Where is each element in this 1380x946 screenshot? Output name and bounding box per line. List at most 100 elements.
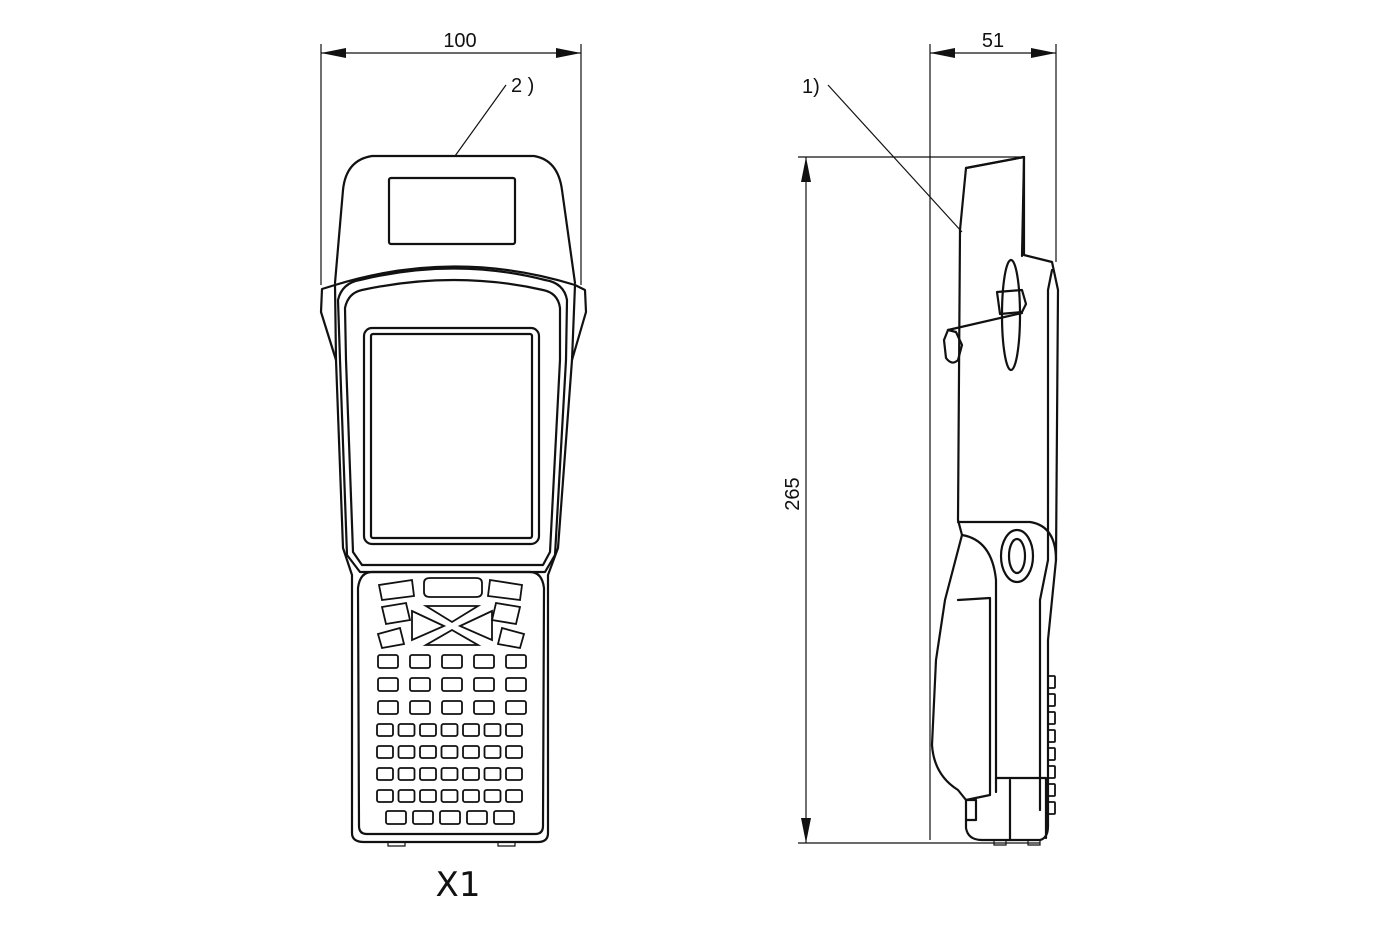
keypad-key bbox=[505, 767, 523, 781]
keypad-key bbox=[466, 810, 488, 825]
keypad-key bbox=[440, 789, 459, 803]
screen-frame bbox=[362, 326, 541, 546]
function-key-low-right bbox=[496, 626, 526, 650]
keypad-key bbox=[493, 810, 515, 825]
keypad-key bbox=[376, 789, 394, 803]
foot-left bbox=[387, 842, 406, 847]
nav-down-key bbox=[422, 628, 482, 646]
depth-dimension: 51 bbox=[929, 30, 1057, 840]
keypad-key bbox=[440, 723, 459, 737]
keypad-key bbox=[409, 700, 431, 715]
keypad-key bbox=[397, 745, 416, 759]
display-bezel-inner bbox=[343, 278, 562, 567]
keypad-key bbox=[473, 700, 495, 715]
keypad-key bbox=[462, 789, 480, 803]
nav-right-key bbox=[457, 609, 493, 642]
side-key-edge bbox=[1047, 675, 1056, 689]
keypad-key bbox=[419, 767, 437, 781]
side-view: 51 265 1) bbox=[782, 30, 1060, 846]
keypad-key bbox=[473, 677, 495, 692]
keypad-key bbox=[376, 767, 394, 781]
scanner-head bbox=[333, 154, 577, 285]
keypad-key bbox=[483, 723, 502, 737]
keypad-key bbox=[377, 677, 399, 692]
navigation-keys bbox=[376, 577, 526, 650]
depth-dimension-value: 51 bbox=[982, 30, 1004, 52]
side-keypad-edge bbox=[956, 596, 992, 802]
keypad-key bbox=[505, 789, 523, 803]
side-strap-line bbox=[946, 311, 1024, 332]
keypad-key bbox=[462, 745, 480, 759]
side-bottom-block bbox=[994, 776, 1048, 840]
keypad-key bbox=[409, 654, 431, 669]
scanner-head-callout-label: 2 ) bbox=[511, 75, 534, 97]
keypad-key bbox=[409, 677, 431, 692]
side-back-edge bbox=[1038, 268, 1054, 812]
width-dimension-value: 100 bbox=[443, 30, 476, 52]
function-key-top-left bbox=[377, 578, 416, 601]
keypad-key bbox=[376, 745, 394, 759]
width-dimension: 100 bbox=[320, 30, 582, 285]
keypad-key bbox=[419, 789, 437, 803]
side-profile-body bbox=[930, 155, 1060, 842]
keypad-key bbox=[412, 810, 434, 825]
keypad-key bbox=[385, 810, 407, 825]
device-body bbox=[333, 265, 577, 844]
side-key-edge bbox=[1047, 801, 1056, 815]
keypad-key bbox=[441, 654, 463, 669]
keypad-key bbox=[397, 789, 416, 803]
right-grip bbox=[570, 283, 588, 362]
height-dimension-value: 265 bbox=[782, 477, 804, 510]
front-view: 100 2 ) bbox=[319, 30, 588, 905]
keypad-key bbox=[483, 789, 502, 803]
keypad-key bbox=[473, 654, 495, 669]
side-handle-divider bbox=[956, 520, 1058, 562]
side-key-edge bbox=[1047, 783, 1056, 797]
keypad-key bbox=[505, 723, 523, 737]
keypad-key bbox=[440, 745, 459, 759]
keypad-key bbox=[441, 677, 463, 692]
side-scanner-head bbox=[964, 155, 1026, 258]
keypad-key bbox=[462, 723, 480, 737]
keypad-key bbox=[440, 767, 459, 781]
side-button-outer bbox=[999, 528, 1035, 584]
scanner-head-callout: 2 ) bbox=[454, 75, 534, 157]
side-key-edge bbox=[1047, 729, 1056, 743]
screen-display bbox=[369, 332, 534, 540]
function-key-mid-left bbox=[380, 601, 412, 626]
keypad-key bbox=[419, 745, 437, 759]
nav-up-key bbox=[422, 605, 482, 624]
foot-right bbox=[497, 842, 516, 847]
keypad-key bbox=[505, 654, 527, 669]
side-strap-clip bbox=[942, 328, 964, 364]
front-view-caption: X1 bbox=[436, 865, 481, 905]
keypad-key bbox=[376, 723, 394, 737]
height-dimension: 265 bbox=[782, 156, 1040, 844]
keypad-key bbox=[377, 700, 399, 715]
function-key-top-center bbox=[423, 577, 483, 598]
left-grip bbox=[319, 283, 338, 362]
side-trigger-oval bbox=[1000, 258, 1022, 372]
keypad-key bbox=[397, 723, 416, 737]
keypad-key bbox=[483, 767, 502, 781]
keypad-key bbox=[419, 723, 437, 737]
side-key-edge bbox=[1047, 747, 1056, 761]
keypad-key bbox=[441, 700, 463, 715]
function-key-top-right bbox=[486, 578, 524, 602]
side-foot-left bbox=[993, 840, 1007, 846]
function-key-low-left bbox=[376, 626, 406, 650]
alphanumeric-keys bbox=[376, 654, 527, 825]
keypad-key bbox=[505, 677, 527, 692]
nav-left-key bbox=[411, 609, 447, 642]
side-callout-label: 1) bbox=[802, 76, 820, 98]
keypad-key bbox=[505, 700, 527, 715]
side-key-edges bbox=[1047, 675, 1056, 815]
keypad-key bbox=[377, 654, 399, 669]
keypad-key bbox=[462, 767, 480, 781]
side-button-inner bbox=[1007, 537, 1027, 575]
side-key-edge bbox=[1047, 693, 1056, 707]
keypad-key bbox=[439, 810, 461, 825]
side-bottom-foot bbox=[964, 798, 978, 822]
side-foot-right bbox=[1027, 840, 1041, 846]
